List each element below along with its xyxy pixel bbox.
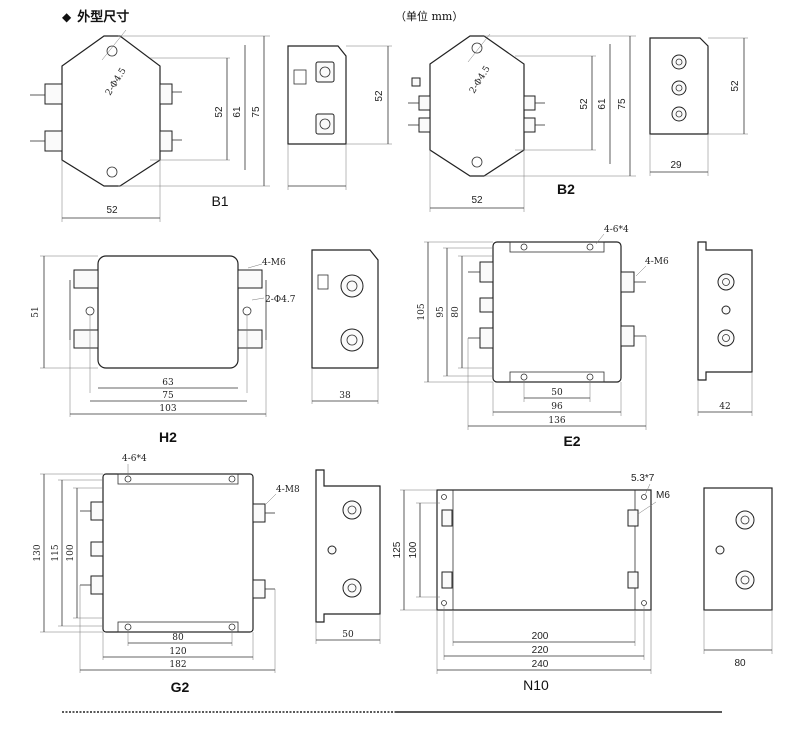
model-b1-drawing: 52 52 61 75 2-Φ4.5 B1 bbox=[30, 29, 270, 222]
n10-holes-label: 5.3*7 bbox=[631, 473, 655, 484]
h2-mount-hole bbox=[242, 306, 252, 316]
g2-height-dim-1: 130 bbox=[33, 544, 43, 561]
b1-terminal bbox=[44, 130, 63, 152]
n10-side-width-dim: 80 bbox=[734, 658, 746, 669]
n10-height-dim-2: 100 bbox=[408, 541, 419, 558]
n10-bolt-label: M6 bbox=[656, 490, 670, 501]
b1-terminal bbox=[159, 83, 173, 105]
h2-body bbox=[97, 255, 239, 369]
g2-model-label: G2 bbox=[171, 679, 190, 695]
section-title: ◆ 外型尺寸 bbox=[62, 6, 129, 25]
n10-width-dim-1: 200 bbox=[532, 631, 549, 642]
b2-body bbox=[429, 35, 525, 177]
b1-mount-hole-top bbox=[106, 45, 118, 57]
e2-width-dim-2: 96 bbox=[551, 402, 563, 412]
h2-terminal bbox=[237, 269, 263, 289]
unit-label: （单位 mm） bbox=[395, 10, 464, 23]
n10-body bbox=[436, 489, 652, 611]
model-b2-side-view: 29 52 bbox=[649, 37, 748, 176]
b2-width-dim: 52 bbox=[471, 195, 483, 206]
b1-side-terminal bbox=[315, 61, 335, 83]
h2-width-dim-3: 103 bbox=[159, 404, 176, 414]
g2-width-dim-2: 120 bbox=[169, 647, 186, 657]
h2-bolt-label: 4-M6 bbox=[262, 258, 286, 268]
n10-width-dim-2: 220 bbox=[532, 645, 549, 656]
e2-height-dim-1: 105 bbox=[417, 303, 427, 320]
h2-width-dim-1: 63 bbox=[162, 378, 174, 388]
b2-height-dim-3: 75 bbox=[617, 98, 628, 110]
model-g2-drawing: 4-6*4 4-M8 130 115 100 80 120 182 G2 bbox=[33, 454, 300, 695]
model-g2-side-view: 50 bbox=[315, 469, 381, 644]
e2-width-dim-1: 50 bbox=[551, 388, 563, 398]
n10-model-label: N10 bbox=[523, 677, 549, 693]
h2-side-width-dim: 38 bbox=[339, 391, 351, 401]
b1-body bbox=[61, 35, 161, 187]
model-n10-side-view: 80 bbox=[703, 487, 773, 669]
g2-bolt-label: 4-M8 bbox=[276, 485, 300, 495]
g2-holes-label: 4-6*4 bbox=[122, 454, 147, 464]
model-b1-side-view: 52 bbox=[287, 45, 392, 190]
b1-terminal bbox=[44, 83, 63, 105]
g2-width-dim-1: 80 bbox=[172, 633, 184, 643]
g2-width-dim-3: 182 bbox=[169, 660, 186, 670]
b2-side-height-dim: 52 bbox=[730, 80, 741, 92]
b1-height-dim-3: 75 bbox=[251, 106, 262, 118]
b1-height-dim-2: 61 bbox=[232, 106, 243, 118]
h2-hole-label: 2-Φ4.7 bbox=[265, 295, 296, 305]
b1-model-label: B1 bbox=[211, 193, 228, 209]
b1-width-dim: 52 bbox=[106, 205, 118, 216]
e2-height-dim-3: 80 bbox=[451, 306, 461, 318]
e2-width-dim-3: 136 bbox=[548, 416, 565, 426]
model-n10-drawing: 5.3*7 M6 125 100 200 220 240 N10 bbox=[392, 473, 670, 693]
e2-holes-label: 4-6*4 bbox=[604, 225, 629, 235]
h2-mount-hole bbox=[85, 306, 95, 316]
b2-model-label: B2 bbox=[557, 181, 575, 197]
n10-height-dim-1: 125 bbox=[392, 541, 403, 558]
g2-side-width-dim: 50 bbox=[342, 630, 354, 640]
b2-side-width-dim: 29 bbox=[670, 160, 682, 171]
h2-terminal bbox=[237, 329, 263, 349]
model-h2-drawing: 4-M6 2-Φ4.7 51 63 75 103 H2 bbox=[31, 255, 296, 445]
b2-height-dim-2: 61 bbox=[597, 98, 608, 110]
h2-terminal bbox=[73, 329, 99, 349]
g2-height-dim-2: 115 bbox=[51, 544, 61, 561]
diamond-bullet-icon: ◆ bbox=[62, 10, 72, 24]
b1-side-switch bbox=[293, 69, 307, 85]
model-h2-side-view: 38 bbox=[311, 249, 379, 404]
g2-height-dim-3: 100 bbox=[66, 544, 76, 561]
section-title-text: 外型尺寸 bbox=[77, 10, 130, 25]
e2-height-dim-2: 95 bbox=[436, 306, 446, 318]
b1-mount-hole-bottom bbox=[106, 166, 118, 178]
model-e2-side-view: 42 bbox=[697, 241, 753, 416]
e2-bolt-label: 4-M6 bbox=[645, 257, 669, 267]
b1-side-terminal bbox=[315, 113, 335, 135]
h2-model-label: H2 bbox=[159, 429, 177, 445]
model-e2-drawing: 4-6*4 4-M6 105 95 80 50 96 136 E2 bbox=[417, 225, 669, 449]
b1-side-height-dim: 52 bbox=[374, 90, 385, 102]
model-b2-drawing: 52 52 61 75 2-Φ4.5 B2 bbox=[408, 33, 636, 212]
b1-height-dim-1: 52 bbox=[214, 106, 225, 118]
e2-body bbox=[492, 241, 622, 383]
h2-width-dim-2: 75 bbox=[162, 391, 174, 401]
b1-terminal bbox=[159, 130, 173, 152]
h2-height-dim: 51 bbox=[31, 306, 41, 317]
e2-model-label: E2 bbox=[563, 433, 580, 449]
e2-side-width-dim: 42 bbox=[719, 402, 730, 412]
n10-width-dim-3: 240 bbox=[532, 659, 549, 670]
h2-terminal bbox=[73, 269, 99, 289]
g2-body bbox=[102, 473, 254, 633]
b2-height-dim-1: 52 bbox=[579, 98, 590, 110]
